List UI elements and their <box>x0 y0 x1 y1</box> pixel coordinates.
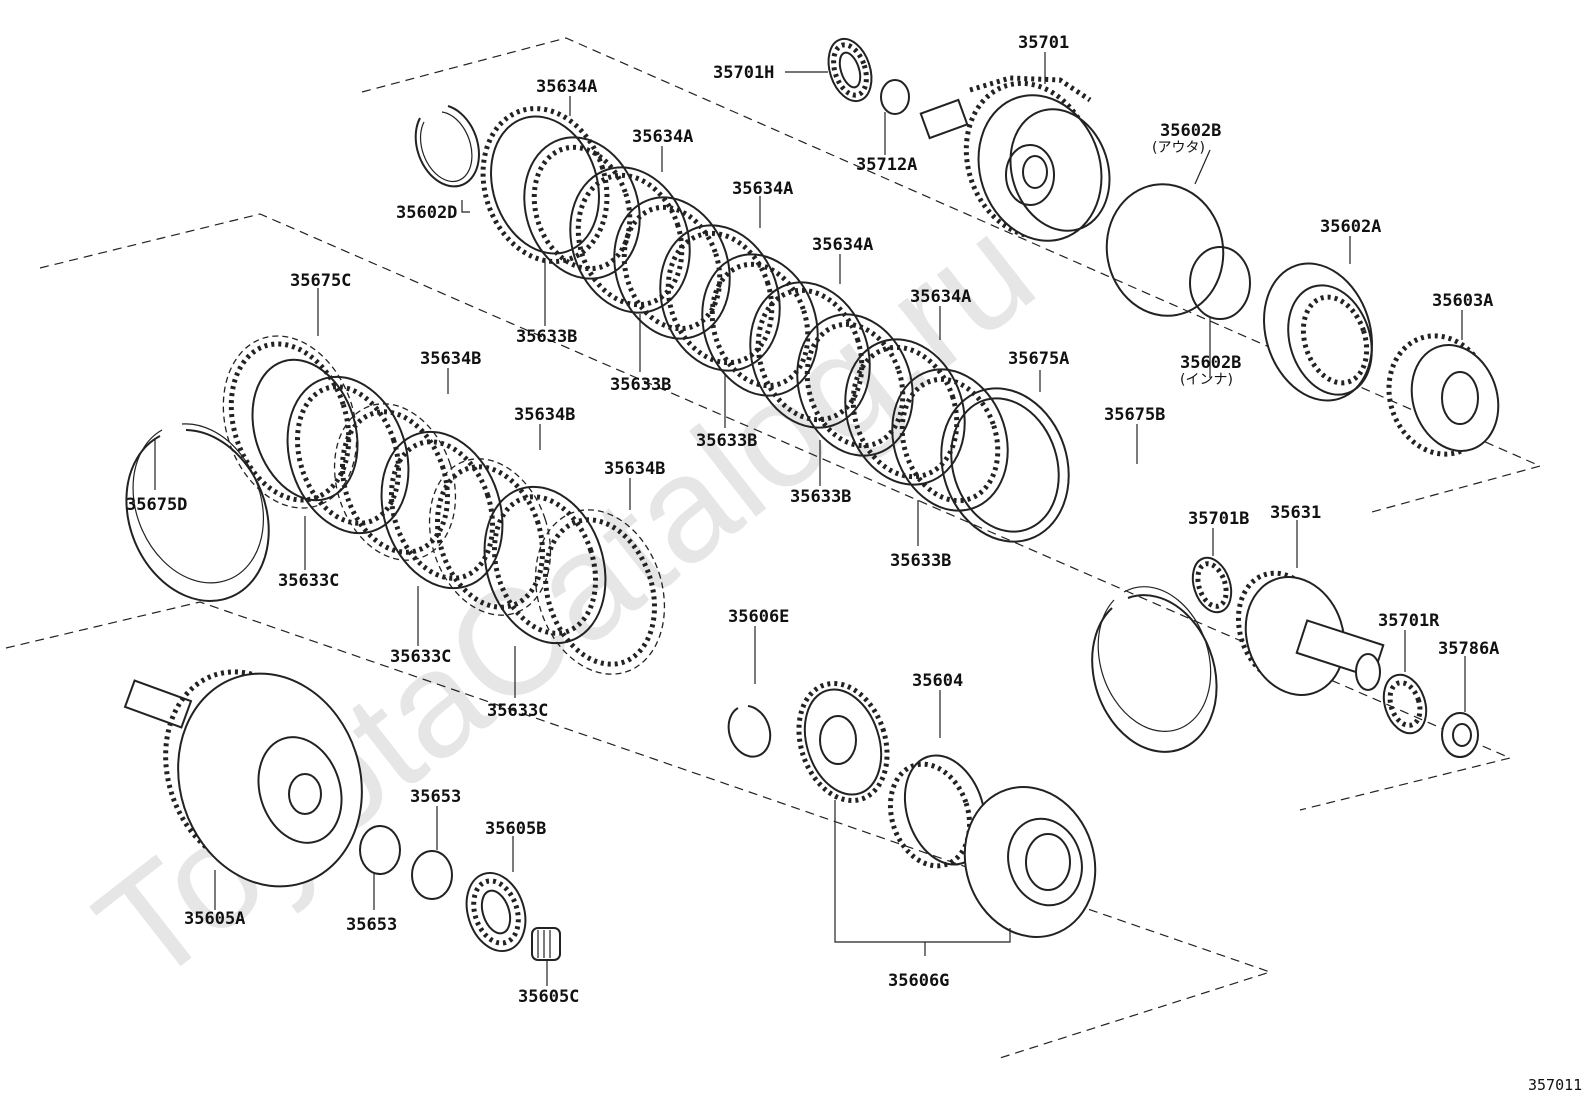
leader-lines <box>154 52 1466 986</box>
clutch-drum-35701[interactable] <box>919 67 1125 257</box>
label-35701r: 35701R <box>1378 611 1440 631</box>
label-35633b-3: 35633B <box>696 431 757 451</box>
label-35701h: 35701H <box>713 63 774 83</box>
label-35633b-4: 35633B <box>790 487 851 507</box>
label-35712a: 35712A <box>856 155 917 175</box>
label-35606g: 35606G <box>888 971 949 991</box>
label-35634a-4: 35634A <box>812 235 873 255</box>
clutch-plate-35634b-2[interactable] <box>410 443 570 631</box>
reference-number: 357011 <box>1528 1076 1582 1094</box>
clutch-disc-35633b-3[interactable] <box>684 239 835 411</box>
clutch-plate-35634b-3[interactable] <box>515 493 685 691</box>
label-35786a: 35786A <box>1438 639 1499 659</box>
o-ring-35602b-outer[interactable] <box>1096 175 1233 325</box>
flange-plate-35675a[interactable] <box>922 372 1088 559</box>
label-35675c: 35675C <box>290 271 351 291</box>
clutch-plate-35634b-1[interactable] <box>315 388 475 576</box>
label-35653-bottom: 35653 <box>346 915 397 935</box>
thrust-bearing-35701b[interactable] <box>1186 553 1238 617</box>
label-35701b: 35701B <box>1188 509 1249 529</box>
snap-ring-35602d[interactable] <box>414 105 480 188</box>
clutch-disc-35633c-3[interactable] <box>465 471 625 659</box>
label-35633c-1: 35633C <box>278 571 339 591</box>
needle-bearing-35605c[interactable] <box>531 927 561 961</box>
label-35634a-5: 35634A <box>910 287 971 307</box>
o-ring-35712a[interactable] <box>880 79 910 115</box>
snap-ring-35675d[interactable] <box>125 423 270 602</box>
label-35675d: 35675D <box>126 495 187 515</box>
label-35602b-inner: 35602B <box>1180 353 1241 373</box>
label-35633c-3: 35633C <box>487 701 548 721</box>
label-35631: 35631 <box>1270 503 1321 523</box>
label-35634a-2: 35634A <box>632 127 693 147</box>
snap-ring-35606e[interactable] <box>727 705 772 758</box>
label-35602a: 35602A <box>1320 217 1381 237</box>
sun-gear-35604[interactable] <box>785 672 902 812</box>
clutch-disc-35633b-1[interactable] <box>506 122 657 294</box>
clutch-disc-35633b-5[interactable] <box>874 354 1025 526</box>
label-35605c: 35605C <box>518 987 579 1007</box>
label-35605a: 35605A <box>184 909 245 929</box>
label-35633b-1: 35633B <box>516 327 577 347</box>
clutch-plate-35634a-3[interactable] <box>642 210 798 387</box>
label-35701: 35701 <box>1018 33 1069 53</box>
o-ring-35653-2[interactable] <box>411 850 453 900</box>
bushing-35786a[interactable] <box>1441 712 1479 758</box>
label-35602d: 35602D <box>396 203 457 223</box>
label-35633c-2: 35633C <box>390 647 451 667</box>
label-35602b-outer-note: (アウタ) <box>1152 140 1205 156</box>
spring-retainer-35603a[interactable] <box>1374 322 1512 467</box>
clutch-plate-35634a-4[interactable] <box>732 267 888 444</box>
clutch-hub-35631[interactable] <box>1225 562 1385 708</box>
label-35602b-outer: 35602B <box>1160 121 1221 141</box>
clutch-disc-35633c-2[interactable] <box>362 416 522 604</box>
o-ring-35602b-inner[interactable] <box>1189 246 1251 320</box>
middle-group-frame <box>39 213 1512 811</box>
label-35634b-3: 35634B <box>604 459 665 479</box>
label-35675a: 35675A <box>1008 349 1069 369</box>
upper-group-frame <box>361 37 1542 513</box>
label-35634a-3: 35634A <box>732 179 793 199</box>
clutch-drum-35605a[interactable] <box>123 649 389 910</box>
label-35602b-inner-note: (インナ) <box>1180 372 1233 388</box>
label-35603a: 35603A <box>1432 291 1493 311</box>
snap-ring-35675b[interactable] <box>1091 586 1218 753</box>
label-35605b: 35605B <box>485 819 546 839</box>
clutch-disc-35633b-4[interactable] <box>779 299 930 471</box>
clutch-plate-35634a-2[interactable] <box>552 152 708 329</box>
clutch-disc-35633b-2[interactable] <box>596 182 747 354</box>
label-35634b-1: 35634B <box>420 349 481 369</box>
thrust-bearing-35605b[interactable] <box>457 865 535 958</box>
clutch-plate-35634a-1[interactable] <box>464 92 626 277</box>
clutch-plate-35634a-5[interactable] <box>827 324 983 501</box>
o-ring-35653-1[interactable] <box>359 825 401 875</box>
carrier-35606g[interactable] <box>946 770 1115 954</box>
piston-35602a[interactable] <box>1247 249 1389 414</box>
label-35675b: 35675B <box>1104 405 1165 425</box>
lower-group-frame <box>5 601 1272 1059</box>
label-35634b-2: 35634B <box>514 405 575 425</box>
thrust-bearing-35701r[interactable] <box>1377 669 1434 738</box>
label-35634a-1: 35634A <box>536 77 597 97</box>
label-35633b-5: 35633B <box>890 551 951 571</box>
label-35633b-2: 35633B <box>610 375 671 395</box>
thrust-bearing-35701h[interactable] <box>821 33 879 106</box>
clutch-disc-35633c-1[interactable] <box>268 361 428 549</box>
label-35604: 35604 <box>912 671 963 691</box>
label-35606e: 35606E <box>728 607 789 627</box>
label-35653-top: 35653 <box>410 787 461 807</box>
